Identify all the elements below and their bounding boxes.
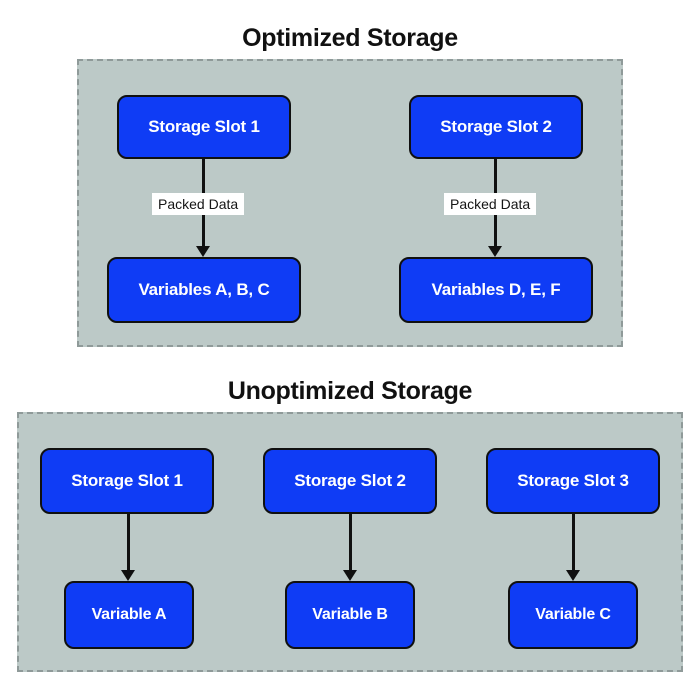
section-title-unoptimized: Unoptimized Storage bbox=[227, 377, 473, 405]
edge-label-packed-data-2: Packed Data bbox=[444, 193, 537, 216]
section-title-optimized: Optimized Storage bbox=[242, 24, 458, 52]
arrow-line-slot1-to-varA bbox=[127, 514, 130, 572]
arrow-head-slot1-to-varA bbox=[121, 570, 135, 581]
node-variable-c[interactable]: Variable C bbox=[508, 581, 638, 649]
node-storage-slot-2-optimized[interactable]: Storage Slot 2 bbox=[409, 95, 583, 159]
node-storage-slot-1-optimized[interactable]: Storage Slot 1 bbox=[117, 95, 291, 159]
arrow-head-slot2-to-varB bbox=[343, 570, 357, 581]
edge-label-packed-data-1: Packed Data bbox=[152, 193, 245, 216]
node-variable-b[interactable]: Variable B bbox=[285, 581, 415, 649]
node-variables-a-b-c[interactable]: Variables A, B, C bbox=[107, 257, 301, 323]
node-variables-d-e-f[interactable]: Variables D, E, F bbox=[399, 257, 593, 323]
arrow-line-slot3-to-varC bbox=[572, 514, 575, 572]
arrow-head-slot3-to-varC bbox=[566, 570, 580, 581]
node-storage-slot-1-unoptimized[interactable]: Storage Slot 1 bbox=[40, 448, 214, 514]
arrow-head-slot1-to-vars1 bbox=[196, 246, 210, 257]
node-variable-a[interactable]: Variable A bbox=[64, 581, 194, 649]
arrow-head-slot2-to-vars2 bbox=[488, 246, 502, 257]
arrow-line-slot2-to-varB bbox=[349, 514, 352, 572]
node-storage-slot-2-unoptimized[interactable]: Storage Slot 2 bbox=[263, 448, 437, 514]
node-storage-slot-3-unoptimized[interactable]: Storage Slot 3 bbox=[486, 448, 660, 514]
